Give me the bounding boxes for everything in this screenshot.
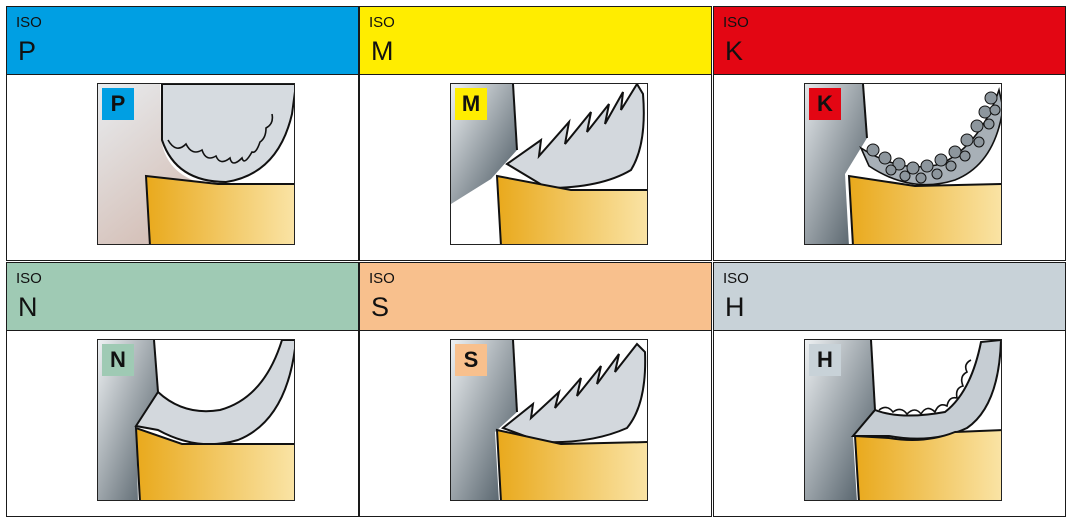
group-tag-p: P (102, 88, 134, 120)
header-k: ISO K (713, 6, 1066, 75)
header-h: ISO H (713, 262, 1066, 331)
group-letter: P (18, 36, 37, 66)
chip-illustration-p: P (97, 83, 295, 245)
group-tag-m: M (455, 88, 487, 120)
group-h: ISO H (713, 262, 1066, 517)
header-n: ISO N (6, 262, 359, 331)
iso-label: ISO (369, 270, 395, 287)
chip-illustration-h: H (804, 339, 1002, 501)
illustration-cell-k: K (713, 75, 1066, 261)
group-s: ISO S (359, 262, 712, 517)
chip-illustration-s: S (450, 339, 648, 501)
group-tag-h: H (809, 344, 841, 376)
group-p: ISO P (6, 6, 359, 261)
header-s: ISO S (359, 262, 712, 331)
group-n: ISO N (6, 262, 359, 517)
group-letter: M (371, 36, 394, 66)
illustration-cell-s: S (359, 331, 712, 517)
illustration-cell-h: H (713, 331, 1066, 517)
header-p: ISO P (6, 6, 359, 75)
group-m: ISO M (359, 6, 712, 261)
group-tag-k: K (809, 88, 841, 120)
iso-label: ISO (723, 14, 749, 31)
group-letter: K (725, 36, 744, 66)
iso-label: ISO (16, 270, 42, 287)
chip-illustration-m: M (450, 83, 648, 245)
group-letter: H (725, 292, 745, 322)
header-m: ISO M (359, 6, 712, 75)
group-letter: N (18, 292, 38, 322)
group-letter: S (371, 292, 390, 322)
iso-label: ISO (16, 14, 42, 31)
chip-illustration-k: K (804, 83, 1002, 245)
iso-label: ISO (723, 270, 749, 287)
chip-illustration-n: N (97, 339, 295, 501)
illustration-cell-p: P (6, 75, 359, 261)
illustration-cell-n: N (6, 331, 359, 517)
iso-label: ISO (369, 14, 395, 31)
group-tag-n: N (102, 344, 134, 376)
illustration-cell-m: M (359, 75, 712, 261)
group-tag-s: S (455, 344, 487, 376)
iso-material-grid: ISO P (6, 6, 1066, 523)
group-k: ISO K (713, 6, 1066, 261)
